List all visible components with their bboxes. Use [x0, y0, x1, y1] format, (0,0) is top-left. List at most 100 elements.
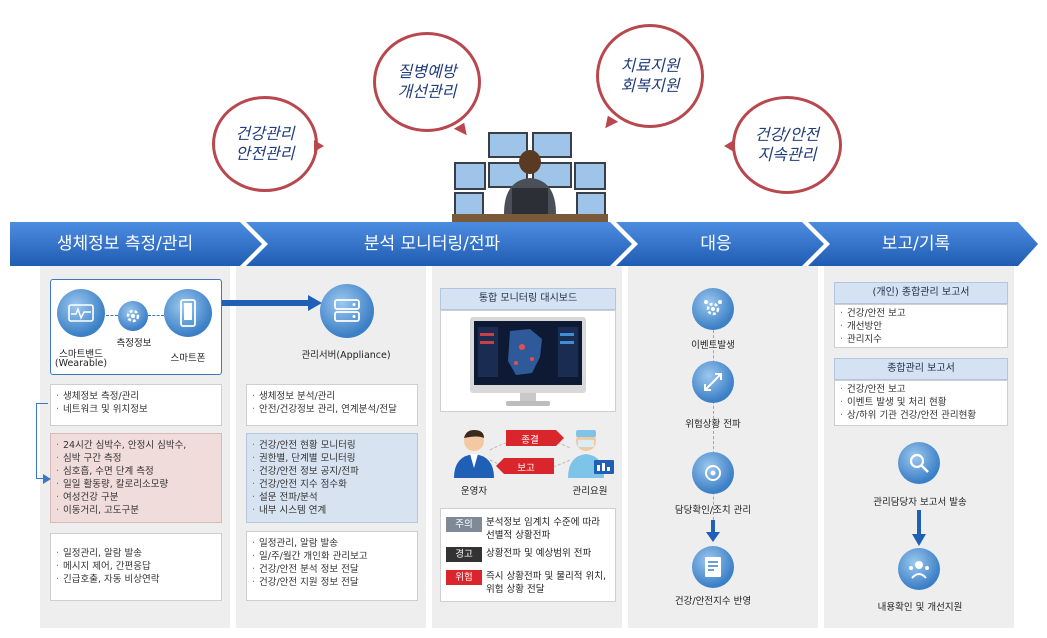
server-label: 관리서버(Appliance)	[301, 350, 391, 361]
alert-text: 상황전파 및 예상범위 전파	[486, 547, 591, 560]
list-item: 관리지수	[840, 333, 999, 346]
list-item: 생체정보 분석/관리	[252, 390, 409, 403]
control-room-illustration	[452, 132, 608, 224]
improvement-support-icon	[898, 548, 940, 590]
alert-tag-danger: 위험	[446, 570, 482, 585]
alert-tag-caution: 주의	[446, 517, 482, 532]
confirm-action-label: 담당확인/조치 관리	[674, 505, 752, 516]
list-item: 일/주/월간 개인화 관리보고	[252, 550, 409, 563]
col1-info-box-2: 24시간 심박수, 안정시 심박수, 심박 구간 측정 심호흡, 수면 단계 측…	[50, 433, 222, 523]
alert-line: 즉시 상황전파 및 물리적 위치,	[486, 571, 606, 582]
index-report-icon	[692, 546, 734, 588]
list-item: 생체정보 측정/관리	[56, 390, 213, 403]
report-send-label: 관리담당자 보고서 발송	[873, 497, 967, 508]
dashboard-title: 통합 모니터링 대시보드	[440, 288, 616, 310]
list-item: 네트워크 및 위치정보	[56, 403, 213, 416]
list-item: 여성건강 구분	[56, 491, 213, 504]
list-item: 긴급호출, 자동 비상연락	[56, 573, 213, 586]
alert-tag-warning: 경고	[446, 547, 482, 562]
banner-step-report: 보고/기록	[881, 234, 951, 254]
connector-line	[106, 315, 118, 316]
bubble-disease-prevention: 질병예방 개선관리	[373, 32, 481, 132]
list-item: 건강/안전 현황 모니터링	[252, 439, 409, 452]
monitor-dashboard-icon	[470, 317, 586, 406]
personal-report-title: (개인) 종합관리 보고서	[834, 282, 1008, 304]
exchange-arrows	[489, 430, 571, 474]
flow-arrow-to-server	[222, 295, 322, 311]
alert-text: 즉시 상황전파 및 물리적 위치, 위험 상황 전달	[486, 570, 606, 596]
list-item: 24시간 심박수, 안정시 심박수,	[56, 439, 213, 452]
list-item: 건강/안전 보고	[840, 307, 999, 320]
personal-report-box: 건강/안전 보고 개선방안 관리지수	[834, 304, 1008, 348]
summary-report-box: 건강/안전 보고 이벤트 발생 및 처리 현황 상/하위 기관 건강/안전 관리…	[834, 380, 1008, 426]
col2-info-box-1: 생체정보 분석/관리 안전/건강정보 관리, 연계분석/전달	[246, 384, 418, 426]
col1-info-box-3: 일정관리, 알람 발송 메시지 제어, 간편응답 긴급호출, 자동 비상연락	[50, 533, 222, 601]
arrow-down-icon	[706, 520, 720, 542]
manager-label: 관리요원	[572, 486, 608, 497]
smartband-icon	[57, 289, 105, 337]
alert-text: 분석정보 임계치 수준에 따라 선별적 상황전파	[486, 516, 600, 542]
improvement-support-label: 내용확인 및 개선지원	[877, 602, 963, 613]
list-item: 이동거리, 고도구분	[56, 504, 213, 517]
list-item: 건강/안전 지수 점수화	[252, 478, 409, 491]
alert-line: 상황전파 및 예상범위 전파	[486, 548, 592, 559]
server-icon	[320, 284, 374, 338]
alert-spread-label: 위험상황 전파	[685, 419, 741, 430]
operator-label: 운영자	[460, 486, 488, 497]
list-item: 상/하위 기관 건강/안전 관리현황	[840, 409, 999, 422]
list-item: 심박 구간 측정	[56, 452, 213, 465]
event-icon	[692, 288, 734, 330]
col1-info-box-1: 생체정보 측정/관리 네트워크 및 위치정보	[50, 384, 222, 426]
list-item: 설문 전파/분석	[252, 491, 409, 504]
smartband-label: 스마트밴드	[59, 349, 103, 360]
event-label: 이벤트발생	[691, 340, 735, 351]
smartband-sub-label: (Wearable)	[54, 358, 108, 369]
alert-spread-icon	[692, 361, 734, 403]
list-item: 건강/안전 보고	[840, 383, 999, 396]
list-item: 일정관리, 알람 발송	[252, 537, 409, 550]
summary-report-title: 종합관리 보고서	[834, 358, 1008, 380]
bubble-tail	[314, 140, 324, 152]
list-item: 개선방안	[840, 320, 999, 333]
list-item: 내부 시스템 연계	[252, 504, 409, 517]
list-item: 건강/안전 정보 공지/전파	[252, 465, 409, 478]
list-item: 이벤트 발생 및 처리 현황	[840, 396, 999, 409]
response-vertical-line	[713, 320, 714, 540]
index-report-label: 건강/안전지수 반영	[674, 596, 752, 607]
banner-step-response: 대응	[700, 234, 732, 254]
smartphone-label: 스마트폰	[170, 353, 206, 364]
bracket-connector	[36, 403, 48, 479]
connector-line	[148, 315, 164, 316]
list-item: 권한별, 단계별 모니터링	[252, 452, 409, 465]
bubble-treatment-support: 치료지원 회복지원	[596, 24, 704, 128]
measure-label: 측정정보	[116, 338, 152, 349]
list-item: 건강/안전 지원 정보 전달	[252, 576, 409, 589]
alert-line: 분석정보 임계치 수준에 따라	[486, 517, 600, 528]
list-item: 일일 활동량, 칼로리소모량	[56, 478, 213, 491]
list-item: 안전/건강정보 관리, 연계분석/전달	[252, 403, 409, 416]
list-item: 건강/안전 분석 정보 전달	[252, 563, 409, 576]
alert-line: 위험 상황 전달	[486, 584, 545, 595]
report-search-icon	[898, 442, 940, 484]
bubble-tail	[724, 140, 734, 152]
col2-info-box-2: 건강/안전 현황 모니터링 권한별, 단계별 모니터링 건강/안전 정보 공지/…	[246, 433, 418, 523]
smartphone-icon	[164, 289, 212, 337]
bubble-health-safety: 건강관리 안전관리	[212, 96, 318, 192]
operator-avatar-icon	[454, 430, 494, 478]
confirm-action-icon	[692, 452, 734, 494]
measure-gear-icon	[118, 301, 148, 331]
banner-step-measure: 생체정보 측정/관리	[56, 234, 194, 254]
process-banner	[10, 222, 1038, 266]
list-item: 일정관리, 알람 발송	[56, 547, 213, 560]
manager-avatar-icon	[568, 430, 614, 478]
arrow-right-icon	[43, 474, 51, 484]
arrow-close-label: 종결	[521, 435, 539, 446]
banner-step-analysis: 분석 모니터링/전파	[363, 234, 501, 254]
bubble-continuous-care: 건강/안전 지속관리	[732, 96, 842, 194]
list-item: 심호흡, 수면 단계 측정	[56, 465, 213, 478]
arrow-report-label: 보고	[517, 463, 535, 474]
alert-line: 선별적 상황전파	[486, 530, 551, 541]
arrow-down-icon	[912, 510, 926, 546]
col2-info-box-3: 일정관리, 알람 발송 일/주/월간 개인화 관리보고 건강/안전 분석 정보 …	[246, 531, 418, 601]
list-item: 메시지 제어, 간편응답	[56, 560, 213, 573]
